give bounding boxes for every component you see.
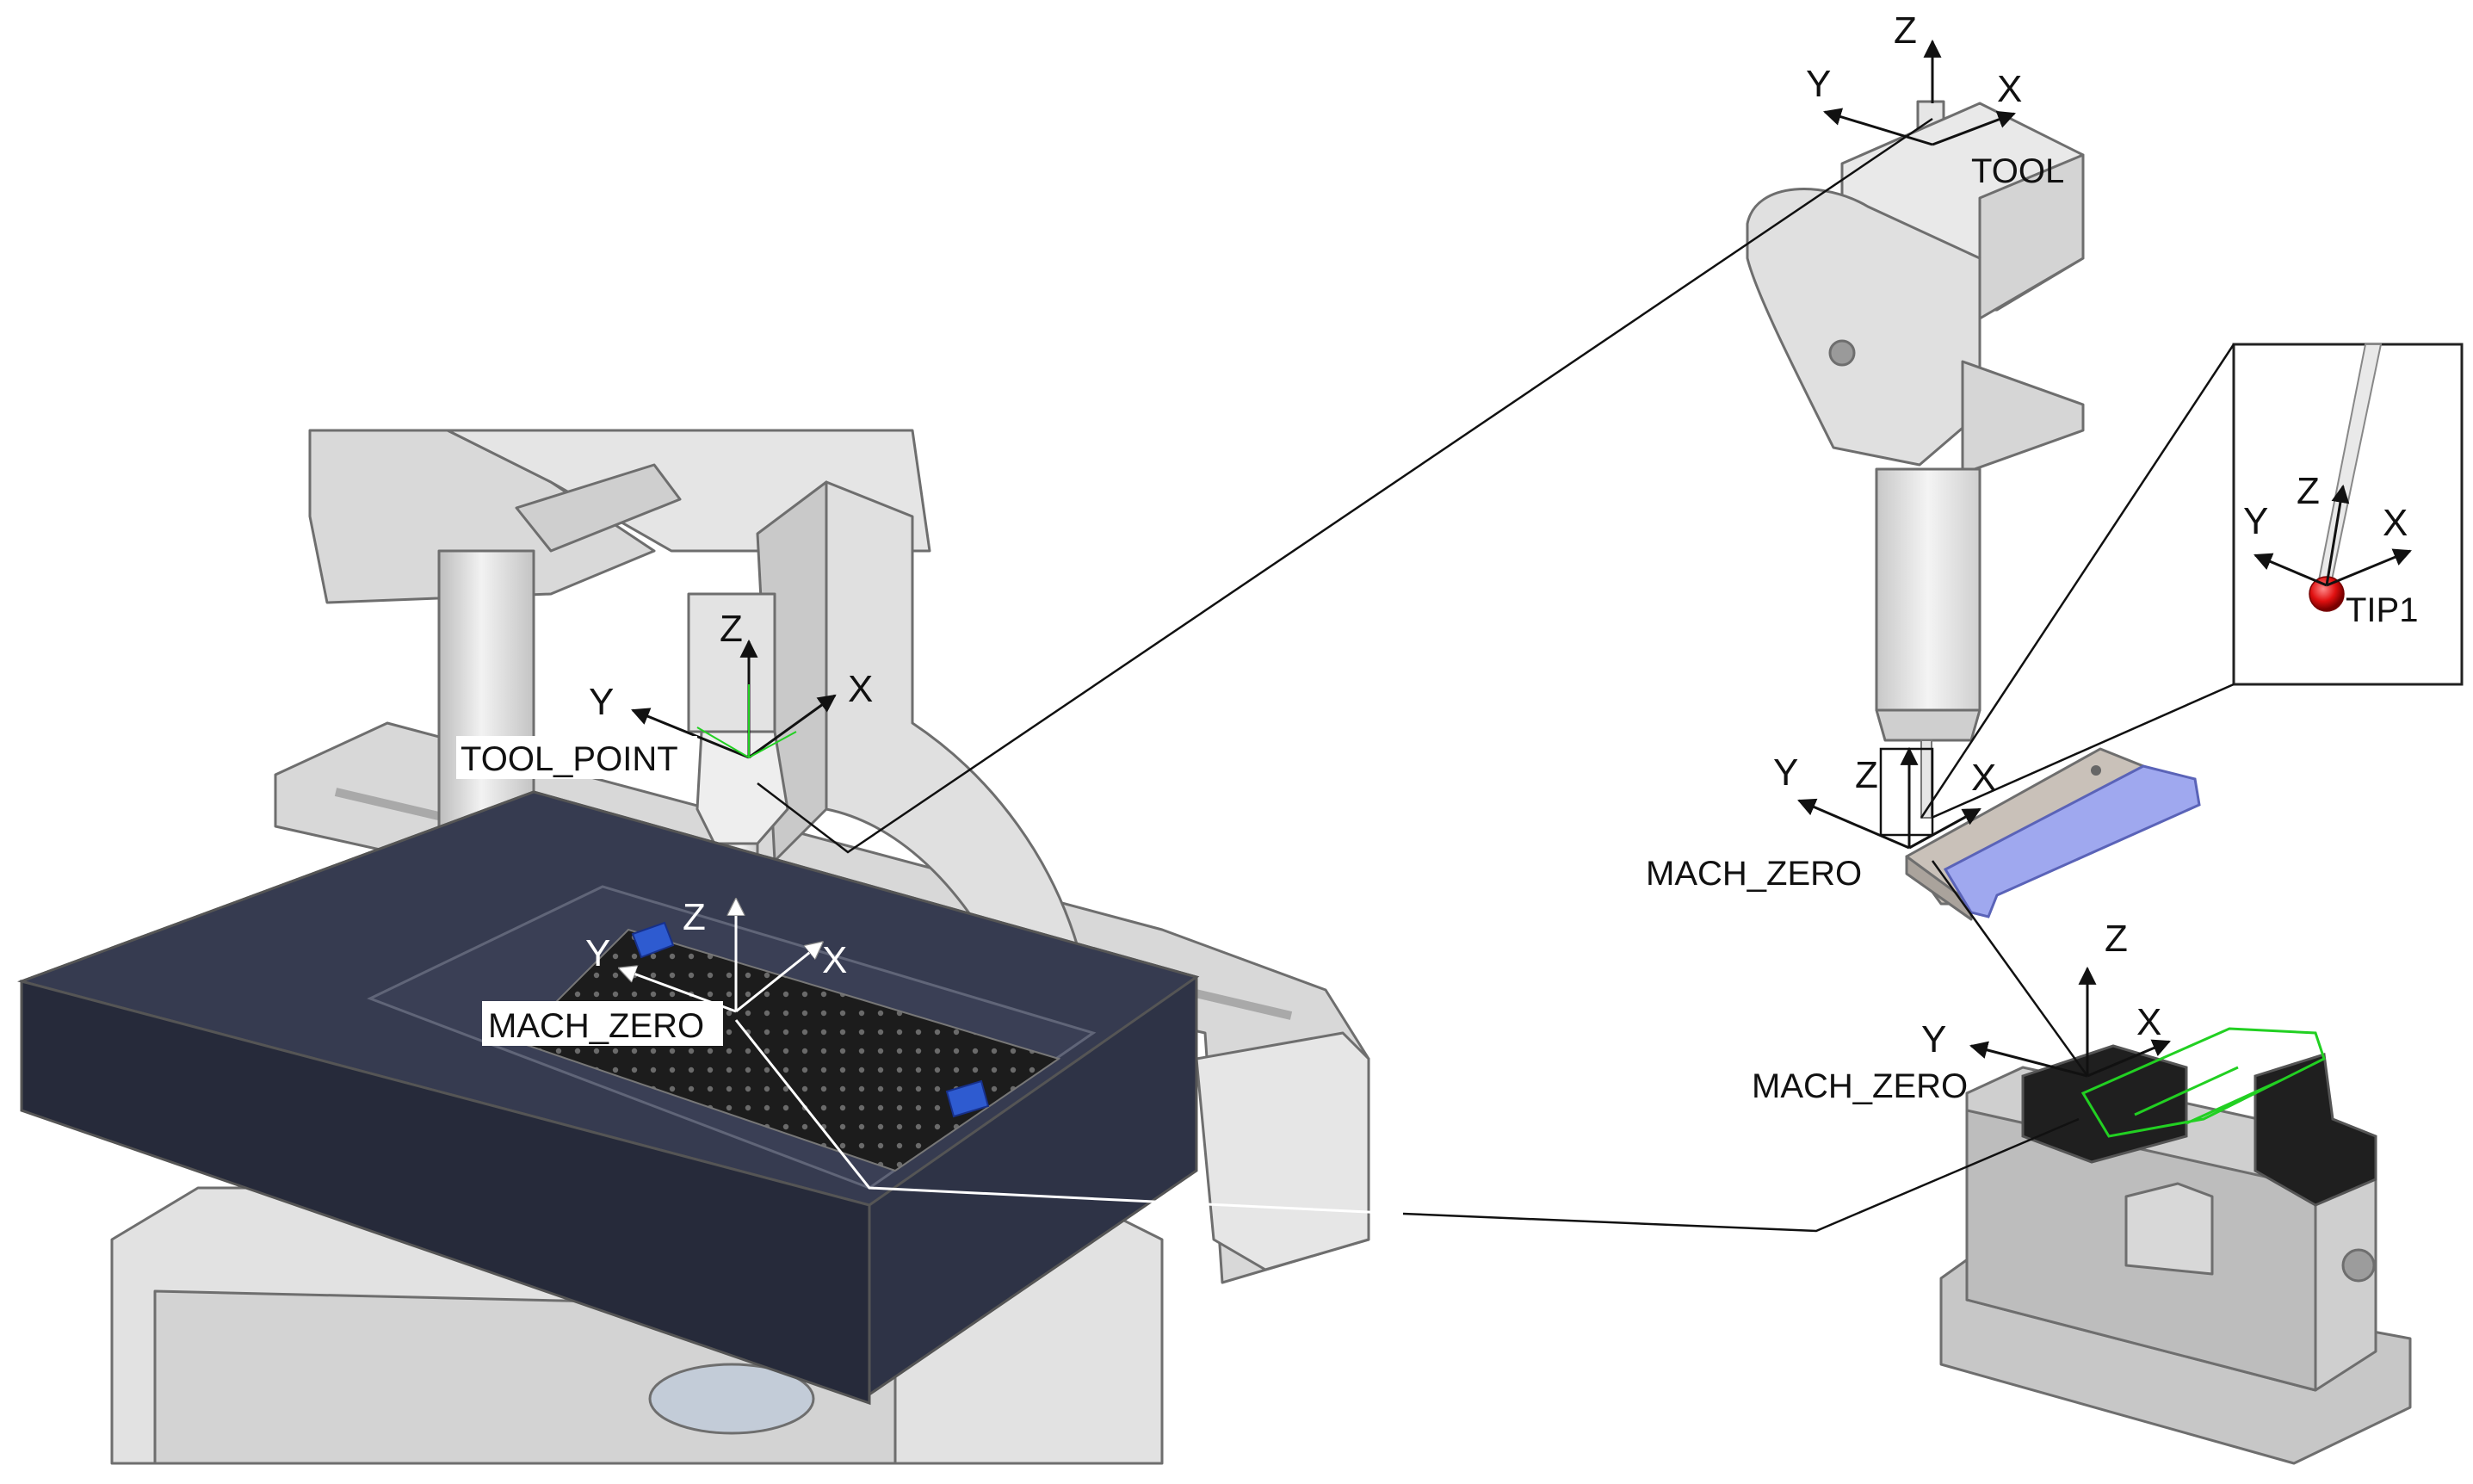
- tip1-inset-frame: [2232, 343, 2464, 686]
- green-fixture: [2080, 1027, 2326, 1138]
- frame-tool: Z Y X TOOL: [1806, 9, 2064, 190]
- tool-x-axis: [1932, 110, 2016, 146]
- frame-tool-point: Z Y X TOOL_POINT: [456, 608, 873, 779]
- cmm-machine: [17, 429, 1370, 1465]
- bracket-mz-x-label: X: [1971, 757, 1996, 799]
- toolpoint-green-triad: [696, 684, 797, 758]
- table-mz-label-box: [482, 1001, 723, 1046]
- toolpoint-x-axis: [748, 694, 837, 759]
- table-mz-x-axis: [735, 943, 822, 1013]
- bracket-lavender: [1943, 764, 2201, 918]
- vise-jaw-right: [2254, 1053, 2377, 1207]
- toolpoint-z-label: Z: [720, 608, 743, 650]
- bracket-mz-y-label: Y: [1773, 751, 1798, 794]
- tip1-z-axis: [2325, 484, 2350, 586]
- vise-mz-frame-label: MACH_ZERO: [1752, 1067, 1968, 1105]
- bracket-mz-frame-label: MACH_ZERO: [1646, 855, 1862, 893]
- table-mz-frame-label: MACH_ZERO: [488, 1007, 704, 1045]
- clamp-blue-2: [945, 1079, 990, 1118]
- probe-body: [1875, 467, 1981, 712]
- leader-stylus-to-tip1: [1920, 343, 2235, 819]
- bracket-hole: [2091, 765, 2101, 776]
- probe-bracket-shelf: [1961, 360, 2085, 475]
- frame-mach-zero-table: Z Y X MACH_ZERO: [482, 896, 847, 1046]
- frame-mach-zero-bracket: Z Y X MACH_ZERO: [1646, 746, 1996, 893]
- tip1-z-label: Z: [2297, 470, 2320, 512]
- table-mz-z-label: Z: [683, 896, 706, 938]
- table-mz-x-label: X: [822, 939, 847, 981]
- frame-mach-zero-vise: Z Y X MACH_ZERO: [1752, 918, 2171, 1105]
- vise-mz-y-axis: [1969, 1041, 2088, 1078]
- bracket-plate-front: [1905, 855, 1973, 921]
- probe-knuckle: [1746, 188, 1981, 467]
- probe-body-taper: [1875, 708, 1981, 742]
- vise-mz-x-axis: [2087, 1039, 2171, 1078]
- toolpoint-x-label: X: [848, 668, 873, 710]
- tip1-x-axis: [2326, 548, 2412, 587]
- toolpoint-y-label: Y: [589, 681, 614, 723]
- leader-lines: [734, 117, 2235, 1233]
- table-mz-y-label: Y: [585, 932, 610, 974]
- toolpoint-frame-label: TOOL_POINT: [461, 740, 678, 778]
- frame-tip1: Z Y X TIP1: [2243, 470, 2418, 629]
- tool-z-label: Z: [1894, 9, 1917, 52]
- tool-frame-label: TOOL: [1971, 152, 2064, 190]
- bracket-mz-x-axis: [1908, 807, 1981, 850]
- leader-toolpoint-to-tool: [757, 117, 1933, 854]
- tip1-y-axis: [2254, 553, 2328, 587]
- toolpoint-label-box: [456, 736, 697, 779]
- tool-y-label: Y: [1806, 63, 1831, 105]
- grid-plate: [515, 928, 1061, 1172]
- machine-foot: [648, 1363, 815, 1435]
- toolpoint-y-axis: [631, 708, 750, 759]
- tip1-frame-label: TIP1: [2346, 591, 2418, 629]
- vise-mz-y-label: Y: [1921, 1018, 1946, 1060]
- vise-screw-hole: [2341, 1248, 2376, 1283]
- vise-mz-z-label: Z: [2105, 918, 2128, 960]
- table-front-face: [20, 980, 871, 1406]
- vise-mz-x-label: X: [2136, 1001, 2161, 1043]
- leader-table-to-vise-black: [1402, 1117, 2080, 1233]
- leader-bracket-to-vise: [1931, 860, 2089, 1077]
- bridge-rib: [515, 463, 682, 553]
- leader-stylus-to-tip1-b: [1931, 683, 2235, 819]
- probe-knuckle-hole: [1828, 339, 1856, 367]
- tool-x-label: X: [1997, 68, 2022, 110]
- tip1-y-label: Y: [2243, 500, 2268, 542]
- vise: [1939, 1027, 2412, 1465]
- probe-head-large: [1746, 100, 2085, 819]
- red-ball-tip-icon: [2309, 576, 2345, 612]
- bracket-part: [1905, 747, 2201, 921]
- vise-center-block: [2124, 1182, 2214, 1276]
- tip1-inset: [2232, 343, 2464, 686]
- bracket-mz-y-axis: [1797, 798, 1910, 850]
- clamp-blue-1: [631, 921, 675, 959]
- tip1-x-label: X: [2383, 502, 2408, 544]
- bracket-mz-z-label: Z: [1855, 754, 1878, 796]
- tool-y-axis: [1822, 108, 1933, 146]
- vise-jaw-left: [2021, 1044, 2188, 1164]
- rail-right-cap: [1195, 1031, 1370, 1271]
- leader-table-to-vise-white: [734, 1019, 1404, 1215]
